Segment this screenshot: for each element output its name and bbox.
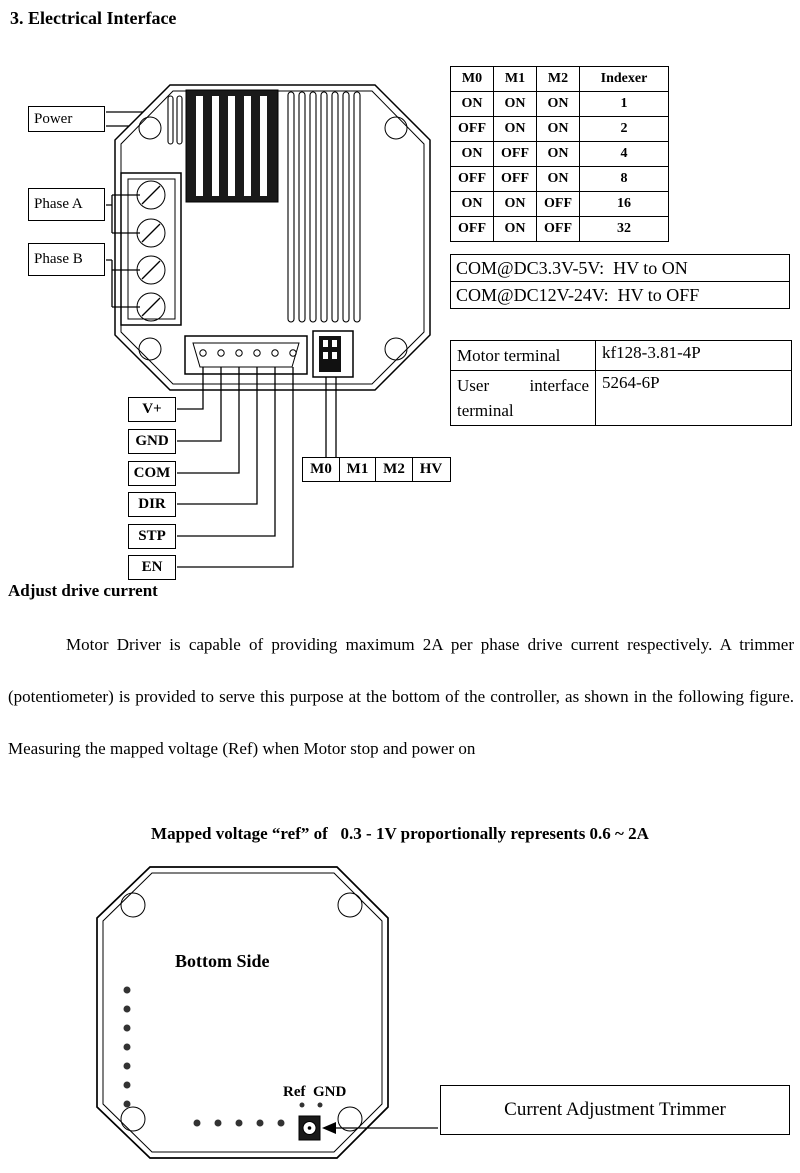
phase-a-label: Phase A — [28, 188, 105, 221]
trimmer-caption-box: Current Adjustment Trimmer — [440, 1085, 790, 1135]
pin-label-com: COM — [128, 461, 176, 486]
terminal-name: User interface terminal — [450, 370, 596, 426]
phase-b-label: Phase B — [28, 243, 105, 276]
bottom-solder-points — [193, 1119, 285, 1127]
jumper-label-hv: HV — [411, 457, 451, 482]
jumper-label-row: M0 M1 M2 HV — [302, 457, 451, 482]
body-paragraph: Motor Driver is capable of providing max… — [8, 635, 794, 758]
driver-outline-inner — [120, 90, 425, 385]
mounting-hole — [337, 1106, 363, 1132]
gnd-pad — [317, 1102, 323, 1108]
pin-label-dir: DIR — [128, 492, 176, 517]
terminal-row: Motor terminal kf128-3.81-4P — [450, 340, 792, 371]
jumper-label-m2: M2 — [375, 457, 413, 482]
terminal-value: 5264-6P — [595, 370, 792, 426]
terminal-row: User interface terminal 5264-6P — [450, 370, 792, 426]
terminal-table: Motor terminal kf128-3.81-4P User interf… — [450, 340, 792, 426]
pin-label-en: EN — [128, 555, 176, 580]
power-phase-wires — [106, 111, 143, 308]
com-note-row: COM@DC3.3V-5V: HV to ON — [450, 254, 790, 282]
trimmer-caption: Current Adjustment Trimmer — [504, 1099, 726, 1120]
bottom-side-label: Bottom Side — [175, 951, 270, 971]
com-note-row: COM@DC12V-24V: HV to OFF — [450, 281, 790, 309]
mapped-voltage-note: Mapped voltage “ref” of 0.3 - 1V proport… — [151, 824, 649, 843]
mounting-hole — [138, 116, 162, 140]
bottom-outline-inner — [102, 872, 383, 1153]
left-solder-points — [123, 986, 131, 1108]
signal-wires — [177, 367, 294, 568]
bottom-outline-outer — [96, 866, 389, 1159]
jumper-block — [312, 330, 354, 378]
mounting-hole — [384, 116, 408, 140]
pin-label-vplus: V+ — [128, 397, 176, 422]
mounting-hole — [384, 337, 408, 361]
pin-label-stp: STP — [128, 524, 176, 549]
section-title: 3. Electrical Interface — [10, 8, 177, 28]
indexer-header-row: M0 M1 M2 Indexer — [450, 66, 669, 92]
terminal-value: kf128-3.81-4P — [595, 340, 792, 371]
ref-pad — [299, 1102, 305, 1108]
terminal-name: Motor terminal — [450, 340, 596, 371]
mounting-hole — [120, 892, 146, 918]
power-label: Power — [28, 106, 105, 132]
mounting-hole — [138, 337, 162, 361]
trimmer-pointer-arrow — [322, 1122, 438, 1134]
ref-label: Ref — [283, 1084, 306, 1100]
jumper-wires — [325, 377, 337, 457]
jumper-label-m1: M1 — [338, 457, 377, 482]
mounting-hole — [120, 1106, 146, 1132]
jumper-label-m0: M0 — [302, 457, 340, 482]
gnd-label: GND — [313, 1084, 347, 1100]
adjust-drive-current-heading: Adjust drive current — [8, 581, 158, 600]
trimmer-component — [298, 1115, 321, 1141]
heatsink-fins — [287, 91, 361, 323]
mounting-hole — [337, 892, 363, 918]
driver-outline-outer — [114, 84, 431, 391]
top-component-block — [185, 89, 279, 203]
pin-label-gnd: GND — [128, 429, 176, 454]
screw-terminal-block — [120, 172, 182, 326]
user-interface-connector — [184, 335, 308, 375]
